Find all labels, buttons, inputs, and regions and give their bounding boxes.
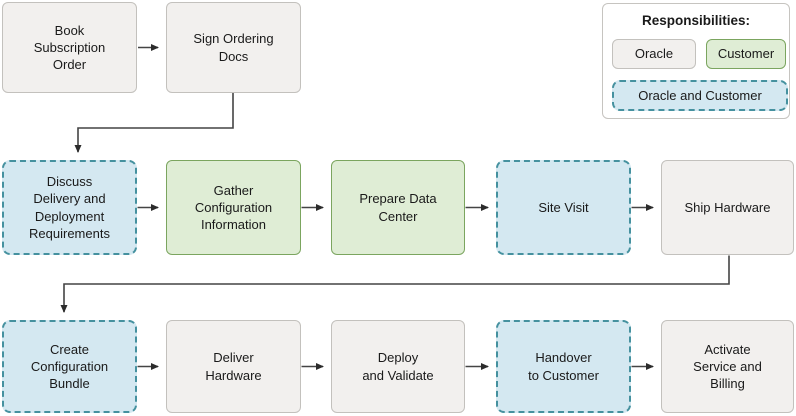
node-sign-ordering-docs: Sign Ordering Docs (166, 2, 301, 93)
node-create-configuration-bundle: Create Configuration Bundle (2, 320, 137, 413)
legend-swatch-customer: Customer (706, 39, 786, 69)
node-handover-to-customer: Handover to Customer (496, 320, 631, 413)
node-deploy-and-validate: Deploy and Validate (331, 320, 465, 413)
node-book-subscription-order: Book Subscription Order (2, 2, 137, 93)
legend-swatch-oracle-and-customer: Oracle and Customer (612, 80, 788, 111)
node-site-visit: Site Visit (496, 160, 631, 255)
node-discuss-delivery-deployment-requirements: Discuss Delivery and Deployment Requirem… (2, 160, 137, 255)
legend-swatch-oracle: Oracle (612, 39, 696, 69)
legend-title: Responsibilities: (641, 13, 751, 28)
legend: Responsibilities: Oracle Customer Oracle… (602, 3, 790, 119)
node-prepare-data-center: Prepare Data Center (331, 160, 465, 255)
node-activate-service-and-billing: Activate Service and Billing (661, 320, 794, 413)
node-gather-configuration-information: Gather Configuration Information (166, 160, 301, 255)
node-deliver-hardware: Deliver Hardware (166, 320, 301, 413)
node-ship-hardware: Ship Hardware (661, 160, 794, 255)
